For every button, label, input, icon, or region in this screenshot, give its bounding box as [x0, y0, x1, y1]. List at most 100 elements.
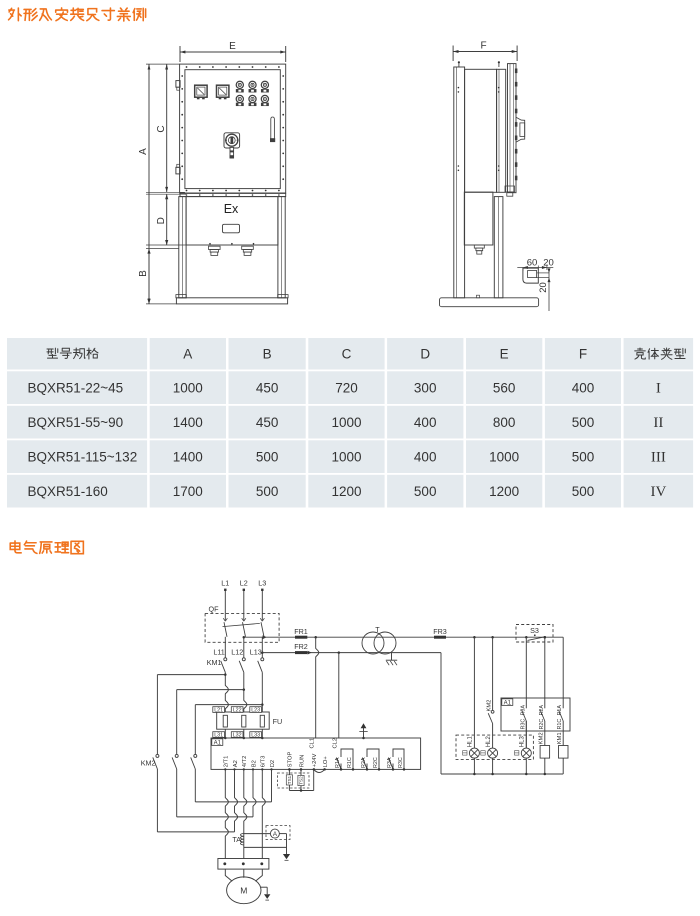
svg-text:A: A — [183, 346, 192, 361]
svg-text:2/T1: 2/T1 — [224, 756, 230, 768]
svg-text:1000: 1000 — [489, 449, 519, 464]
svg-text:B2: B2 — [251, 760, 257, 767]
svg-text:800: 800 — [493, 415, 516, 430]
svg-text:R3A: R3A — [520, 705, 526, 716]
svg-text:A1: A1 — [504, 700, 512, 706]
svg-text:M: M — [240, 886, 247, 896]
svg-text:A: A — [138, 148, 149, 155]
svg-text:R2A: R2A — [539, 705, 545, 716]
svg-text:Ex: Ex — [224, 202, 239, 216]
svg-text:TS2: TS2 — [299, 776, 304, 785]
svg-text:QF: QF — [209, 604, 220, 613]
svg-text:B: B — [138, 270, 149, 277]
svg-text:D: D — [156, 217, 167, 224]
svg-text:BQXR51-115~132: BQXR51-115~132 — [28, 449, 138, 464]
svg-text:4/T2: 4/T2 — [242, 756, 248, 768]
svg-text:C: C — [156, 125, 167, 132]
svg-text:1400: 1400 — [173, 415, 203, 430]
svg-text:KM2: KM2 — [486, 700, 492, 712]
svg-text:E: E — [229, 41, 236, 52]
svg-text:B: B — [263, 346, 272, 361]
svg-text:450: 450 — [256, 380, 279, 395]
svg-text:HL3: HL3 — [520, 736, 526, 748]
svg-text:500: 500 — [572, 415, 595, 430]
svg-text:R3A: R3A — [387, 757, 393, 768]
svg-text:FR3: FR3 — [433, 627, 447, 636]
svg-text:R1A: R1A — [557, 705, 563, 716]
svg-text:L13: L13 — [250, 648, 262, 657]
svg-text:TA: TA — [232, 835, 241, 844]
svg-text:500: 500 — [256, 484, 279, 499]
svg-text:HL2: HL2 — [486, 736, 492, 748]
svg-text:A2: A2 — [233, 760, 239, 767]
svg-text:1200: 1200 — [331, 484, 361, 499]
svg-text:1000: 1000 — [331, 449, 361, 464]
svg-text:LO+: LO+ — [323, 756, 329, 768]
svg-text:FU: FU — [273, 717, 283, 726]
svg-text:1700: 1700 — [173, 484, 203, 499]
svg-text:E: E — [500, 346, 509, 361]
svg-text:IV: IV — [650, 484, 666, 500]
svg-text:L31: L31 — [214, 732, 223, 738]
svg-text:L11: L11 — [213, 648, 224, 657]
svg-text:KM2: KM2 — [539, 732, 545, 744]
svg-text:R3C: R3C — [398, 757, 404, 768]
svg-text:R2A: R2A — [361, 757, 367, 768]
svg-text:500: 500 — [572, 449, 595, 464]
svg-text:L1: L1 — [221, 579, 229, 588]
svg-text:C: C — [342, 346, 352, 361]
svg-text:L12: L12 — [231, 648, 243, 657]
svg-text:720: 720 — [335, 380, 358, 395]
svg-text:KM1: KM1 — [557, 732, 563, 744]
svg-text:RUN: RUN — [299, 755, 305, 768]
svg-text:F: F — [579, 346, 587, 361]
svg-text:BQXR51-55~90: BQXR51-55~90 — [28, 415, 124, 430]
svg-text:1000: 1000 — [331, 415, 361, 430]
svg-text:CL1: CL1 — [309, 738, 315, 749]
svg-text:1200: 1200 — [489, 484, 519, 499]
svg-text:D: D — [420, 346, 430, 361]
svg-text:II: II — [653, 415, 663, 431]
svg-text:L22: L22 — [233, 707, 242, 713]
svg-text:20: 20 — [538, 282, 549, 293]
svg-text:KM1: KM1 — [207, 658, 222, 667]
svg-text:A: A — [273, 831, 278, 838]
svg-text:S3: S3 — [530, 626, 539, 635]
svg-text:HL1: HL1 — [468, 736, 474, 748]
svg-text:R1C: R1C — [347, 757, 353, 768]
svg-text:L2: L2 — [240, 579, 248, 588]
svg-text:+24V: +24V — [312, 753, 318, 767]
svg-text:L33: L33 — [251, 732, 260, 738]
svg-text:400: 400 — [414, 449, 437, 464]
svg-text:R2C: R2C — [373, 757, 379, 768]
svg-text:20: 20 — [543, 257, 554, 268]
svg-text:400: 400 — [572, 380, 595, 395]
svg-text:STOP: STOP — [288, 751, 294, 767]
svg-text:400: 400 — [414, 415, 437, 430]
svg-text:L32: L32 — [233, 732, 242, 738]
svg-text:TS1: TS1 — [287, 775, 292, 784]
svg-text:III: III — [651, 449, 666, 465]
svg-text:R2C: R2C — [539, 719, 545, 730]
svg-text:1400: 1400 — [173, 449, 203, 464]
svg-text:T: T — [375, 625, 380, 634]
svg-text:A1: A1 — [214, 740, 222, 746]
svg-text:560: 560 — [493, 380, 516, 395]
svg-text:500: 500 — [414, 484, 437, 499]
svg-text:BQXR51-160: BQXR51-160 — [28, 484, 108, 499]
svg-text:500: 500 — [256, 449, 279, 464]
svg-text:F: F — [480, 41, 486, 52]
svg-text:500: 500 — [572, 484, 595, 499]
svg-text:FR1: FR1 — [294, 627, 308, 636]
svg-text:D2: D2 — [270, 760, 276, 767]
svg-text:R3C: R3C — [520, 719, 526, 730]
svg-text:KM2: KM2 — [141, 758, 156, 767]
svg-text:R1C: R1C — [557, 719, 563, 730]
svg-text:R1A: R1A — [335, 757, 341, 768]
svg-text:6/T3: 6/T3 — [261, 756, 267, 768]
svg-text:CL2: CL2 — [332, 738, 338, 749]
svg-text:L3: L3 — [258, 579, 266, 588]
svg-text:L21: L21 — [214, 707, 223, 713]
svg-text:BQXR51-22~45: BQXR51-22~45 — [28, 380, 124, 395]
svg-text:1000: 1000 — [173, 380, 203, 395]
